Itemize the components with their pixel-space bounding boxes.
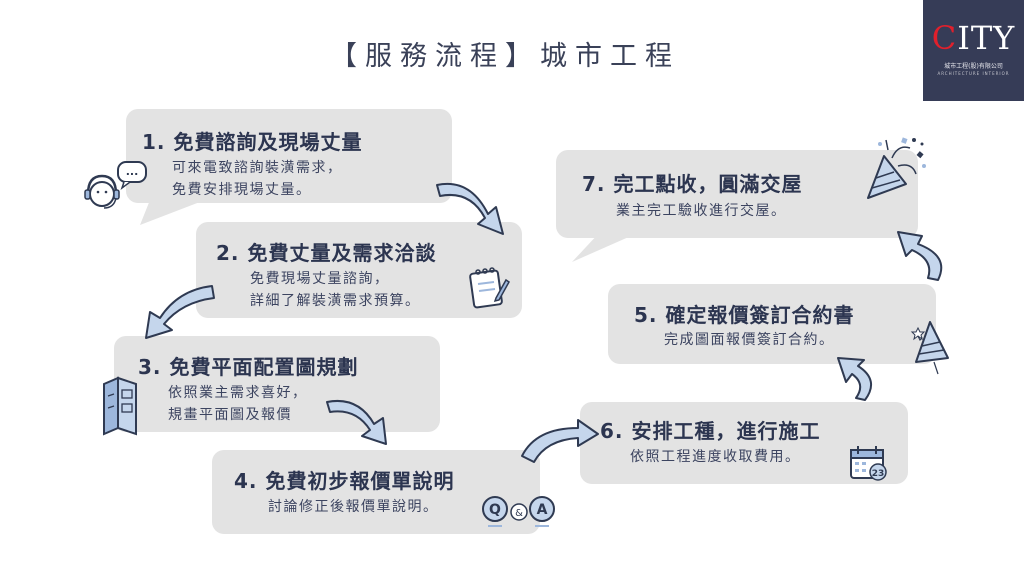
step-6-title: 6. 安排工種，進行施工 xyxy=(600,419,821,443)
step-4-title: 4. 免費初步報價單說明 xyxy=(234,469,455,493)
step-3-desc-line-1: 依照業主需求喜好， xyxy=(168,385,308,401)
notepad-pen-icon xyxy=(469,267,510,309)
qa-a-letter: A xyxy=(537,502,548,518)
party-hat-icon xyxy=(910,321,949,375)
company-logo: CITY 城市工程(股)有限公司 ARCHITECTURE INTERIOR xyxy=(923,0,1024,101)
step-1-desc-line-1: 可來電致諮詢裝潢需求， xyxy=(172,160,343,176)
step-card-4 xyxy=(212,450,540,534)
step-5-desc: 完成圖面報價簽訂合約。 xyxy=(664,332,835,348)
step-2-desc-line-1: 免費現場丈量諮詢， xyxy=(250,271,390,287)
logo-wordmark: CITY xyxy=(931,19,1016,57)
chat-dots: ... xyxy=(126,165,139,178)
step-7-title: 7. 完工點收，圓滿交屋 xyxy=(582,172,803,196)
step-1-title: 1. 免費諮詢及現場丈量 xyxy=(142,130,363,154)
party-popper-icon xyxy=(867,137,926,199)
page-title: 【服務流程】城市工程 xyxy=(330,41,680,72)
arrow-6-to-5 xyxy=(837,357,873,401)
step-card-5 xyxy=(608,284,936,364)
step-3-desc-line-2: 規畫平面圖及報價 xyxy=(168,407,292,423)
arrow-5-to-7 xyxy=(897,231,943,281)
step-7-desc: 業主完工驗收進行交屋。 xyxy=(616,203,787,219)
step-3-title: 3. 免費平面配置圖規劃 xyxy=(138,355,359,379)
step-6-desc: 依照工程進度收取費用。 xyxy=(630,449,801,465)
step-card-7 xyxy=(556,150,918,238)
logo-english-tagline: ARCHITECTURE INTERIOR xyxy=(937,71,1010,76)
step-5-title: 5. 確定報價簽訂合約書 xyxy=(634,303,855,327)
customer-service-headset-icon: ... xyxy=(84,161,147,209)
calendar-number: 23 xyxy=(872,469,885,479)
step-4-desc: 討論修正後報價單說明。 xyxy=(268,499,439,515)
qa-bubbles-icon: Q & A xyxy=(482,496,555,527)
qa-q-letter: Q xyxy=(489,502,501,518)
floor-plan-icon xyxy=(103,376,137,436)
logo-chinese-name: 城市工程(股)有限公司 xyxy=(944,63,1003,70)
step-2-title: 2. 免費丈量及需求洽談 xyxy=(216,241,437,265)
calendar-icon: 23 xyxy=(850,446,887,481)
step-1-desc-line-2: 免費安排現場丈量。 xyxy=(172,182,312,198)
step-2-desc-line-2: 詳細了解裝潢需求預算。 xyxy=(250,293,421,309)
qa-ampersand: & xyxy=(515,508,523,519)
step-card-1 xyxy=(126,109,452,203)
step-card-2 xyxy=(196,222,522,318)
